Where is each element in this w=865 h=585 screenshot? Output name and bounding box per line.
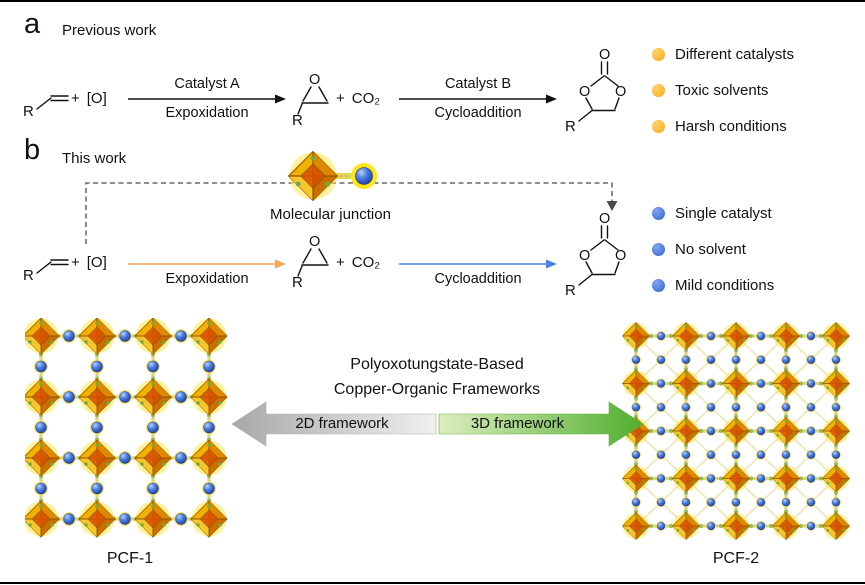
this-work-advantages-list: Single catalyst No solvent Mild conditio…: [652, 205, 774, 313]
bullet-dot-icon: [652, 119, 665, 133]
list-item: Harsh conditions: [652, 117, 794, 135]
carbonyl-oxygen-label: O: [599, 211, 610, 227]
bullet-dot-icon: [652, 206, 665, 220]
molecular-junction-label: Molecular junction: [270, 206, 391, 223]
pcf-2-label: PCF-2: [712, 550, 760, 567]
frameworks-title: Polyoxotungstate-Based Copper-Organic Fr…: [277, 352, 597, 402]
list-item: Mild conditions: [652, 276, 775, 294]
epoxidation-arrow-b: [128, 259, 286, 269]
bullet-label: Harsh conditions: [675, 117, 787, 135]
panel-a-letter: a: [24, 8, 41, 40]
reactant-co2-a: + CO₂: [336, 89, 380, 109]
pcf-1-framework-structure: [25, 318, 228, 538]
carbonyl-oxygen-label: O: [599, 47, 610, 63]
bullet-dot-icon: [652, 242, 665, 256]
panel-a-title: Previous work: [62, 22, 157, 39]
panel-b-title: This work: [62, 150, 127, 167]
bullet-label: No solvent: [675, 240, 746, 258]
left-block-arrow-icon: [231, 401, 437, 447]
oxidant-label: [O]: [86, 254, 107, 271]
polyoxometalate-cluster-icon: [288, 151, 338, 201]
catalyst-connector-dashed-arrow: [85, 182, 618, 244]
reactant-oxidant-b: + [O]: [71, 253, 107, 273]
frameworks-title-line2: Copper-Organic Frameworks: [333, 381, 541, 398]
oxidant-label: [O]: [86, 90, 107, 107]
bullet-label: Different catalysts: [675, 45, 794, 63]
r-group-label: R: [23, 103, 34, 120]
catalyst-a-label: Catalyst A: [174, 76, 240, 92]
reactant-co2-b: + CO₂: [336, 253, 380, 273]
bullet-label: Toxic solvents: [675, 81, 769, 99]
right-block-arrow-icon: [438, 401, 644, 447]
plus-sign: +: [336, 90, 345, 107]
r-group-label: R: [292, 112, 303, 126]
bullet-dot-icon: [652, 83, 665, 97]
epoxidation-label-a: Expoxidation: [165, 105, 249, 121]
epoxidation-arrow-a: [128, 94, 286, 104]
cycloaddition-label-a: Cycloaddition: [434, 105, 522, 121]
bullet-label: Mild conditions: [675, 276, 775, 294]
cycloaddition-label-b: Cycloaddition: [434, 271, 522, 287]
co2-label: CO₂: [351, 254, 381, 271]
ring-oxygen-label: O: [579, 84, 590, 100]
panel-b-letter: b: [24, 134, 41, 166]
frameworks-title-line1: Polyoxotungstate-Based: [350, 356, 524, 373]
epoxide-structure-b: O R: [292, 234, 329, 288]
cycloaddition-arrow-b: [399, 259, 557, 269]
plus-sign: +: [71, 254, 80, 271]
reactant-oxidant-a: + [O]: [71, 89, 107, 109]
cycloaddition-arrow-a: [399, 94, 557, 104]
r-group-label: R: [292, 274, 303, 288]
bullet-dot-icon: [652, 278, 665, 292]
ring-oxygen-label: O: [579, 248, 590, 264]
co2-label: CO₂: [351, 90, 381, 107]
oxygen-label: O: [309, 234, 320, 250]
list-item: Toxic solvents: [652, 81, 794, 99]
plus-sign: +: [336, 254, 345, 271]
epoxide-structure-a: O R: [292, 72, 329, 126]
list-item: No solvent: [652, 240, 774, 258]
ring-oxygen-label: O: [615, 84, 626, 100]
catalyst-b-label: Catalyst B: [444, 76, 512, 92]
cyclic-carbonate-structure-a: O O O R: [565, 47, 626, 134]
epoxidation-label-b: Expoxidation: [165, 271, 249, 287]
right-arrow-label: 3D framework: [470, 415, 565, 432]
bullet-dot-icon: [652, 47, 665, 61]
bullet-label: Single catalyst: [675, 204, 772, 222]
r-group-label: R: [565, 118, 576, 134]
molecular-junction-graphic: [288, 151, 377, 201]
pcf-2-framework-structure: [622, 322, 850, 540]
pcf-1-label: PCF-1: [106, 550, 154, 567]
plus-sign: +: [71, 90, 80, 107]
figure-top-border: [0, 0, 865, 2]
list-item: Single catalyst: [652, 204, 774, 222]
left-arrow-label: 2D framework: [295, 415, 389, 432]
r-group-label: R: [23, 267, 34, 284]
alkene-structure-a: R: [23, 95, 69, 120]
figure-bottom-border: [0, 582, 865, 584]
list-item: Different catalysts: [652, 45, 794, 63]
copper-atom-icon: [355, 167, 373, 185]
cyclic-carbonate-structure-b: O O O R: [565, 211, 626, 298]
framework-block-arrows: [231, 401, 644, 447]
oxygen-label: O: [309, 72, 320, 88]
alkene-structure-b: R: [23, 259, 69, 284]
ring-oxygen-label: O: [615, 248, 626, 264]
previous-work-drawbacks-list: Different catalysts Toxic solvents Harsh…: [652, 46, 794, 154]
r-group-label: R: [565, 282, 576, 298]
